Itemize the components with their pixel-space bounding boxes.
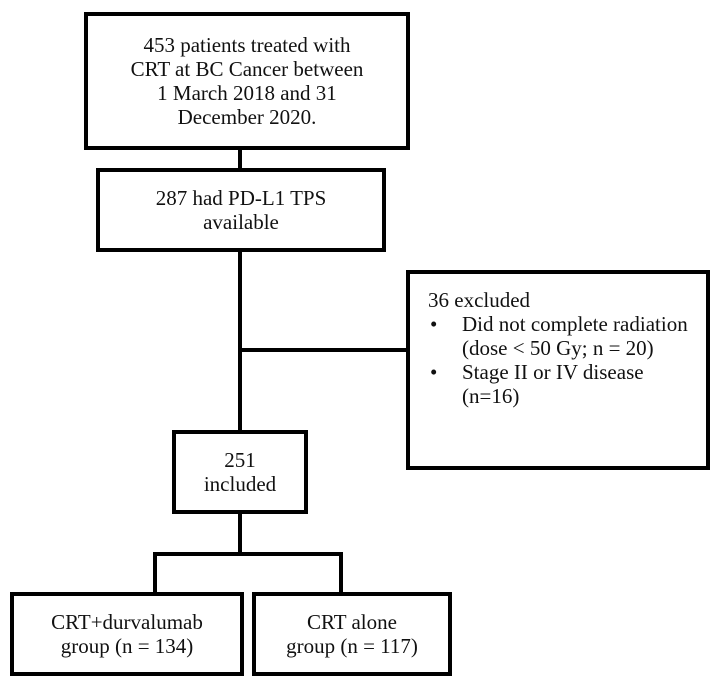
included-line-1: 251 [224,448,256,472]
connector-to-durvalumab [153,552,157,594]
box-group-durvalumab: CRT+durvalumab group (n = 134) [10,592,244,676]
connector-included-down [238,512,242,554]
excluded-list: Did not complete radiation (dose < 50 Gy… [428,312,696,408]
start-line-2: CRT at BC Cancer between [130,57,364,81]
alone-line-1: CRT alone [307,610,397,634]
start-line-1: 453 patients treated with [143,33,351,57]
box-patients-treated: 453 patients treated with CRT at BC Canc… [84,12,410,150]
box-group-alone: CRT alone group (n = 117) [252,592,452,676]
start-line-3: 1 March 2018 and 31 [157,81,337,105]
connector-to-exclusion [240,348,408,352]
box-included: 251 included [172,430,308,514]
durvalumab-line-1: CRT+durvalumab [51,610,203,634]
excluded-item-incomplete-radiation: Did not complete radiation (dose < 50 Gy… [428,312,696,360]
connector-pdl1-to-included [238,250,242,432]
start-line-4: December 2020. [177,105,317,129]
pdl1-line-2: available [203,210,279,234]
connector-start-to-pdl1 [238,148,242,170]
excluded-title: 36 excluded [428,288,531,312]
connector-to-alone [339,552,343,594]
included-line-2: included [203,472,277,496]
box-excluded: 36 excluded Did not complete radiation (… [406,270,710,470]
alone-line-2: group (n = 117) [286,634,418,658]
box-pdl1-available: 287 had PD-L1 TPS available [96,168,386,252]
durvalumab-line-2: group (n = 134) [60,634,194,658]
excluded-item-stage: Stage II or IV disease (n=16) [428,360,696,408]
connector-split-horizontal [153,552,343,556]
pdl1-line-1: 287 had PD-L1 TPS [155,186,327,210]
